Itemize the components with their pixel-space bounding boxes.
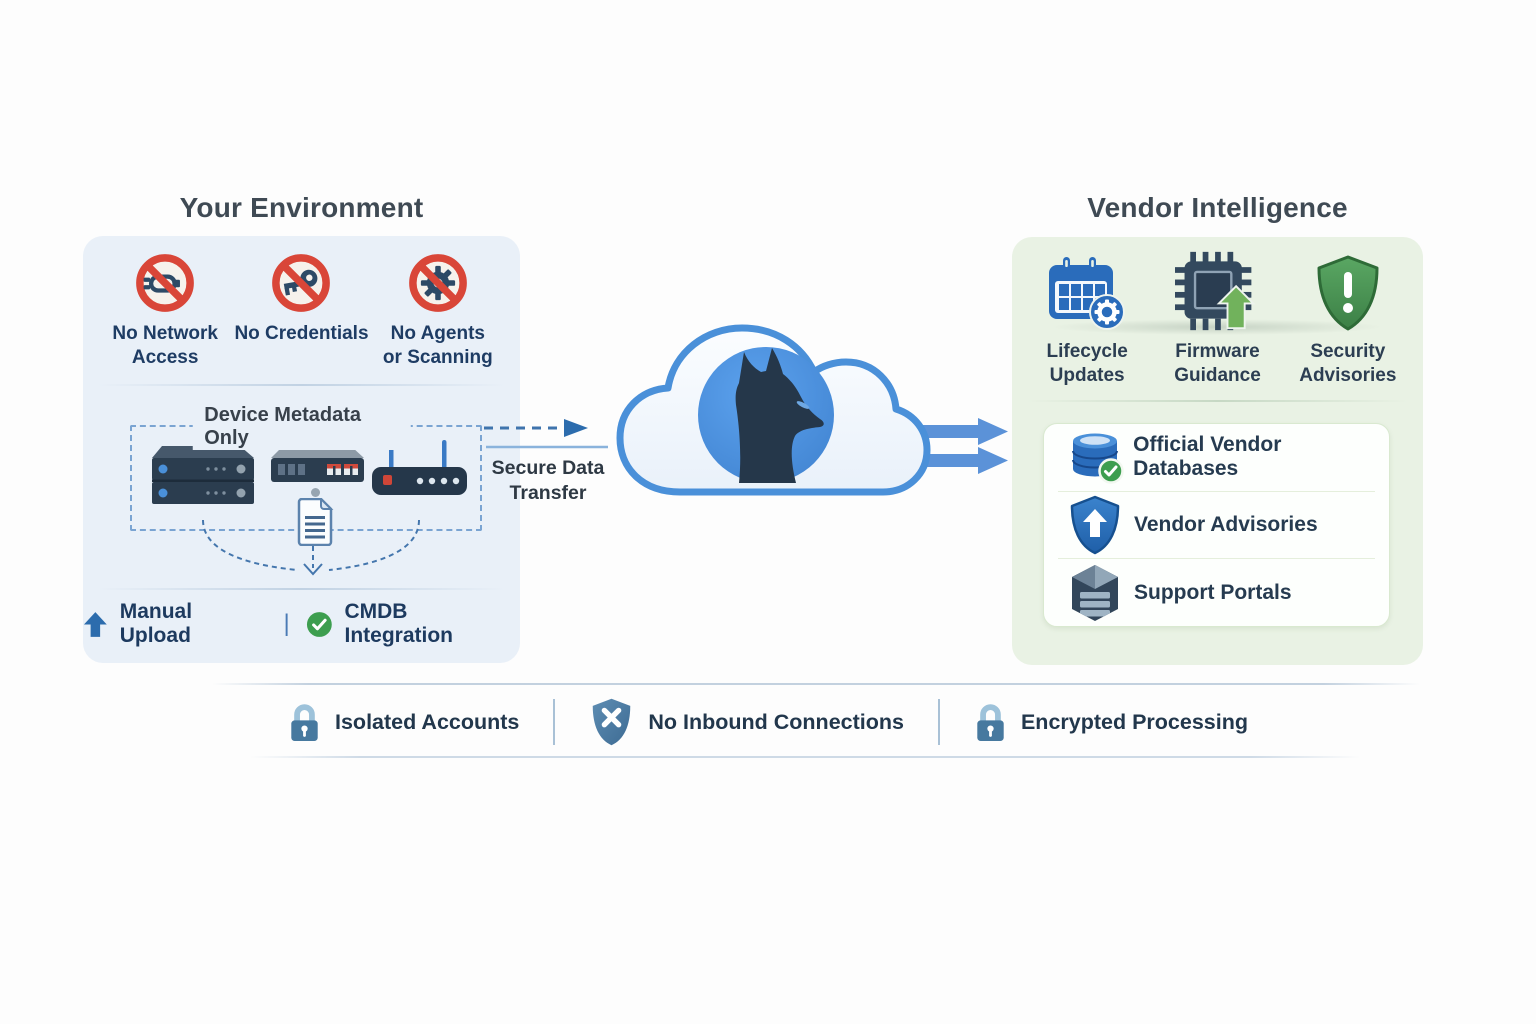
security-label: No Inbound Connections — [648, 709, 904, 734]
vendor-panel: Lifecycle Updates — [1012, 237, 1423, 665]
security-label: Isolated Accounts — [335, 709, 520, 734]
card-separator — [1058, 490, 1375, 492]
connector-dot — [311, 488, 320, 497]
shield-x-icon — [593, 698, 631, 746]
footer-separator: | — [283, 610, 290, 637]
check-circle-icon — [306, 611, 332, 637]
security-bar-bottom-line — [250, 756, 1360, 758]
card-separator — [1058, 558, 1375, 560]
no-agents-icon — [408, 254, 467, 312]
vendor-title: Vendor Intelligence — [1087, 192, 1348, 223]
restriction-no-agents: No Agents or Scanning — [370, 252, 506, 370]
alert-shield-icon — [1317, 255, 1379, 331]
restriction-label: No Credentials — [234, 323, 369, 344]
environment-title: Your Environment — [179, 192, 424, 223]
restrictions-row: No Network Access No Credentials — [83, 252, 520, 370]
source-label: Vendor Advisories — [1134, 512, 1318, 536]
rack-server-icon — [152, 446, 254, 504]
no-network-icon — [136, 254, 195, 312]
shield-up-icon — [1070, 495, 1120, 555]
document-icon — [297, 498, 334, 546]
security-item-encrypted: Encrypted Processing — [974, 701, 1248, 743]
lock-icon — [977, 704, 1004, 741]
vertical-divider — [553, 699, 556, 745]
chip-upgrade-icon — [1175, 251, 1257, 331]
source-label: Support Portals — [1134, 580, 1292, 604]
vertical-divider — [937, 699, 940, 745]
source-row-advisories: Vendor Advisories — [1044, 494, 1389, 556]
section-divider — [1027, 400, 1408, 402]
capability-label: Lifecycle Updates — [1046, 341, 1128, 386]
section-divider — [98, 588, 505, 590]
security-item-isolated: Isolated Accounts — [288, 701, 519, 743]
restriction-label: No Agents or Scanning — [382, 323, 493, 368]
section-divider — [98, 384, 505, 386]
database-check-icon — [1071, 433, 1124, 485]
security-label: Encrypted Processing — [1020, 709, 1248, 734]
capability-firmware: Firmware Guidance — [1152, 247, 1282, 388]
security-item-no-inbound: No Inbound Connections — [589, 697, 904, 747]
no-credentials-icon — [272, 254, 331, 312]
restriction-no-credentials: No Credentials — [233, 252, 369, 370]
source-row-portals: Support Portals — [1044, 562, 1389, 624]
vendor-sources-card: Official Vendor Databases Vendor — [1043, 423, 1390, 627]
network-switch-icon — [271, 447, 364, 482]
environment-panel: No Network Access No Credentials — [83, 236, 520, 663]
capability-label: Security Advisories — [1299, 341, 1397, 386]
portal-building-icon — [1072, 564, 1118, 621]
fox-logo — [735, 348, 824, 483]
cloud-service-icon — [616, 324, 931, 496]
restriction-label: No Network Access — [112, 323, 218, 368]
cmdb-integration-label: CMDB Integration — [344, 600, 453, 647]
capability-label: Firmware Guidance — [1174, 341, 1261, 386]
secure-transfer-label: Secure Data Transfer — [491, 457, 605, 504]
ingestion-methods: Manual Upload | CMDB Integration — [83, 600, 520, 647]
lock-icon — [291, 704, 318, 741]
metadata-flow-connectors — [202, 519, 420, 576]
source-row-databases: Official Vendor Databases — [1044, 426, 1389, 488]
security-bar: Isolated Accounts No Inbound Connections — [0, 696, 1536, 748]
source-label: Official Vendor Databases — [1133, 433, 1282, 481]
inbound-flow-arrows — [484, 419, 608, 449]
upload-arrow-icon — [83, 611, 107, 637]
capability-lifecycle: Lifecycle Updates — [1022, 247, 1152, 388]
security-bar-top-line — [212, 683, 1420, 685]
capabilities-row: Lifecycle Updates — [1012, 247, 1423, 388]
calendar-gear-icon — [1049, 257, 1126, 330]
metadata-box-title: Device Metadata Only — [192, 404, 411, 450]
manual-upload-label: Manual Upload — [119, 600, 193, 647]
restriction-no-network: No Network Access — [97, 252, 233, 370]
capability-security: Security Advisories — [1283, 247, 1413, 388]
